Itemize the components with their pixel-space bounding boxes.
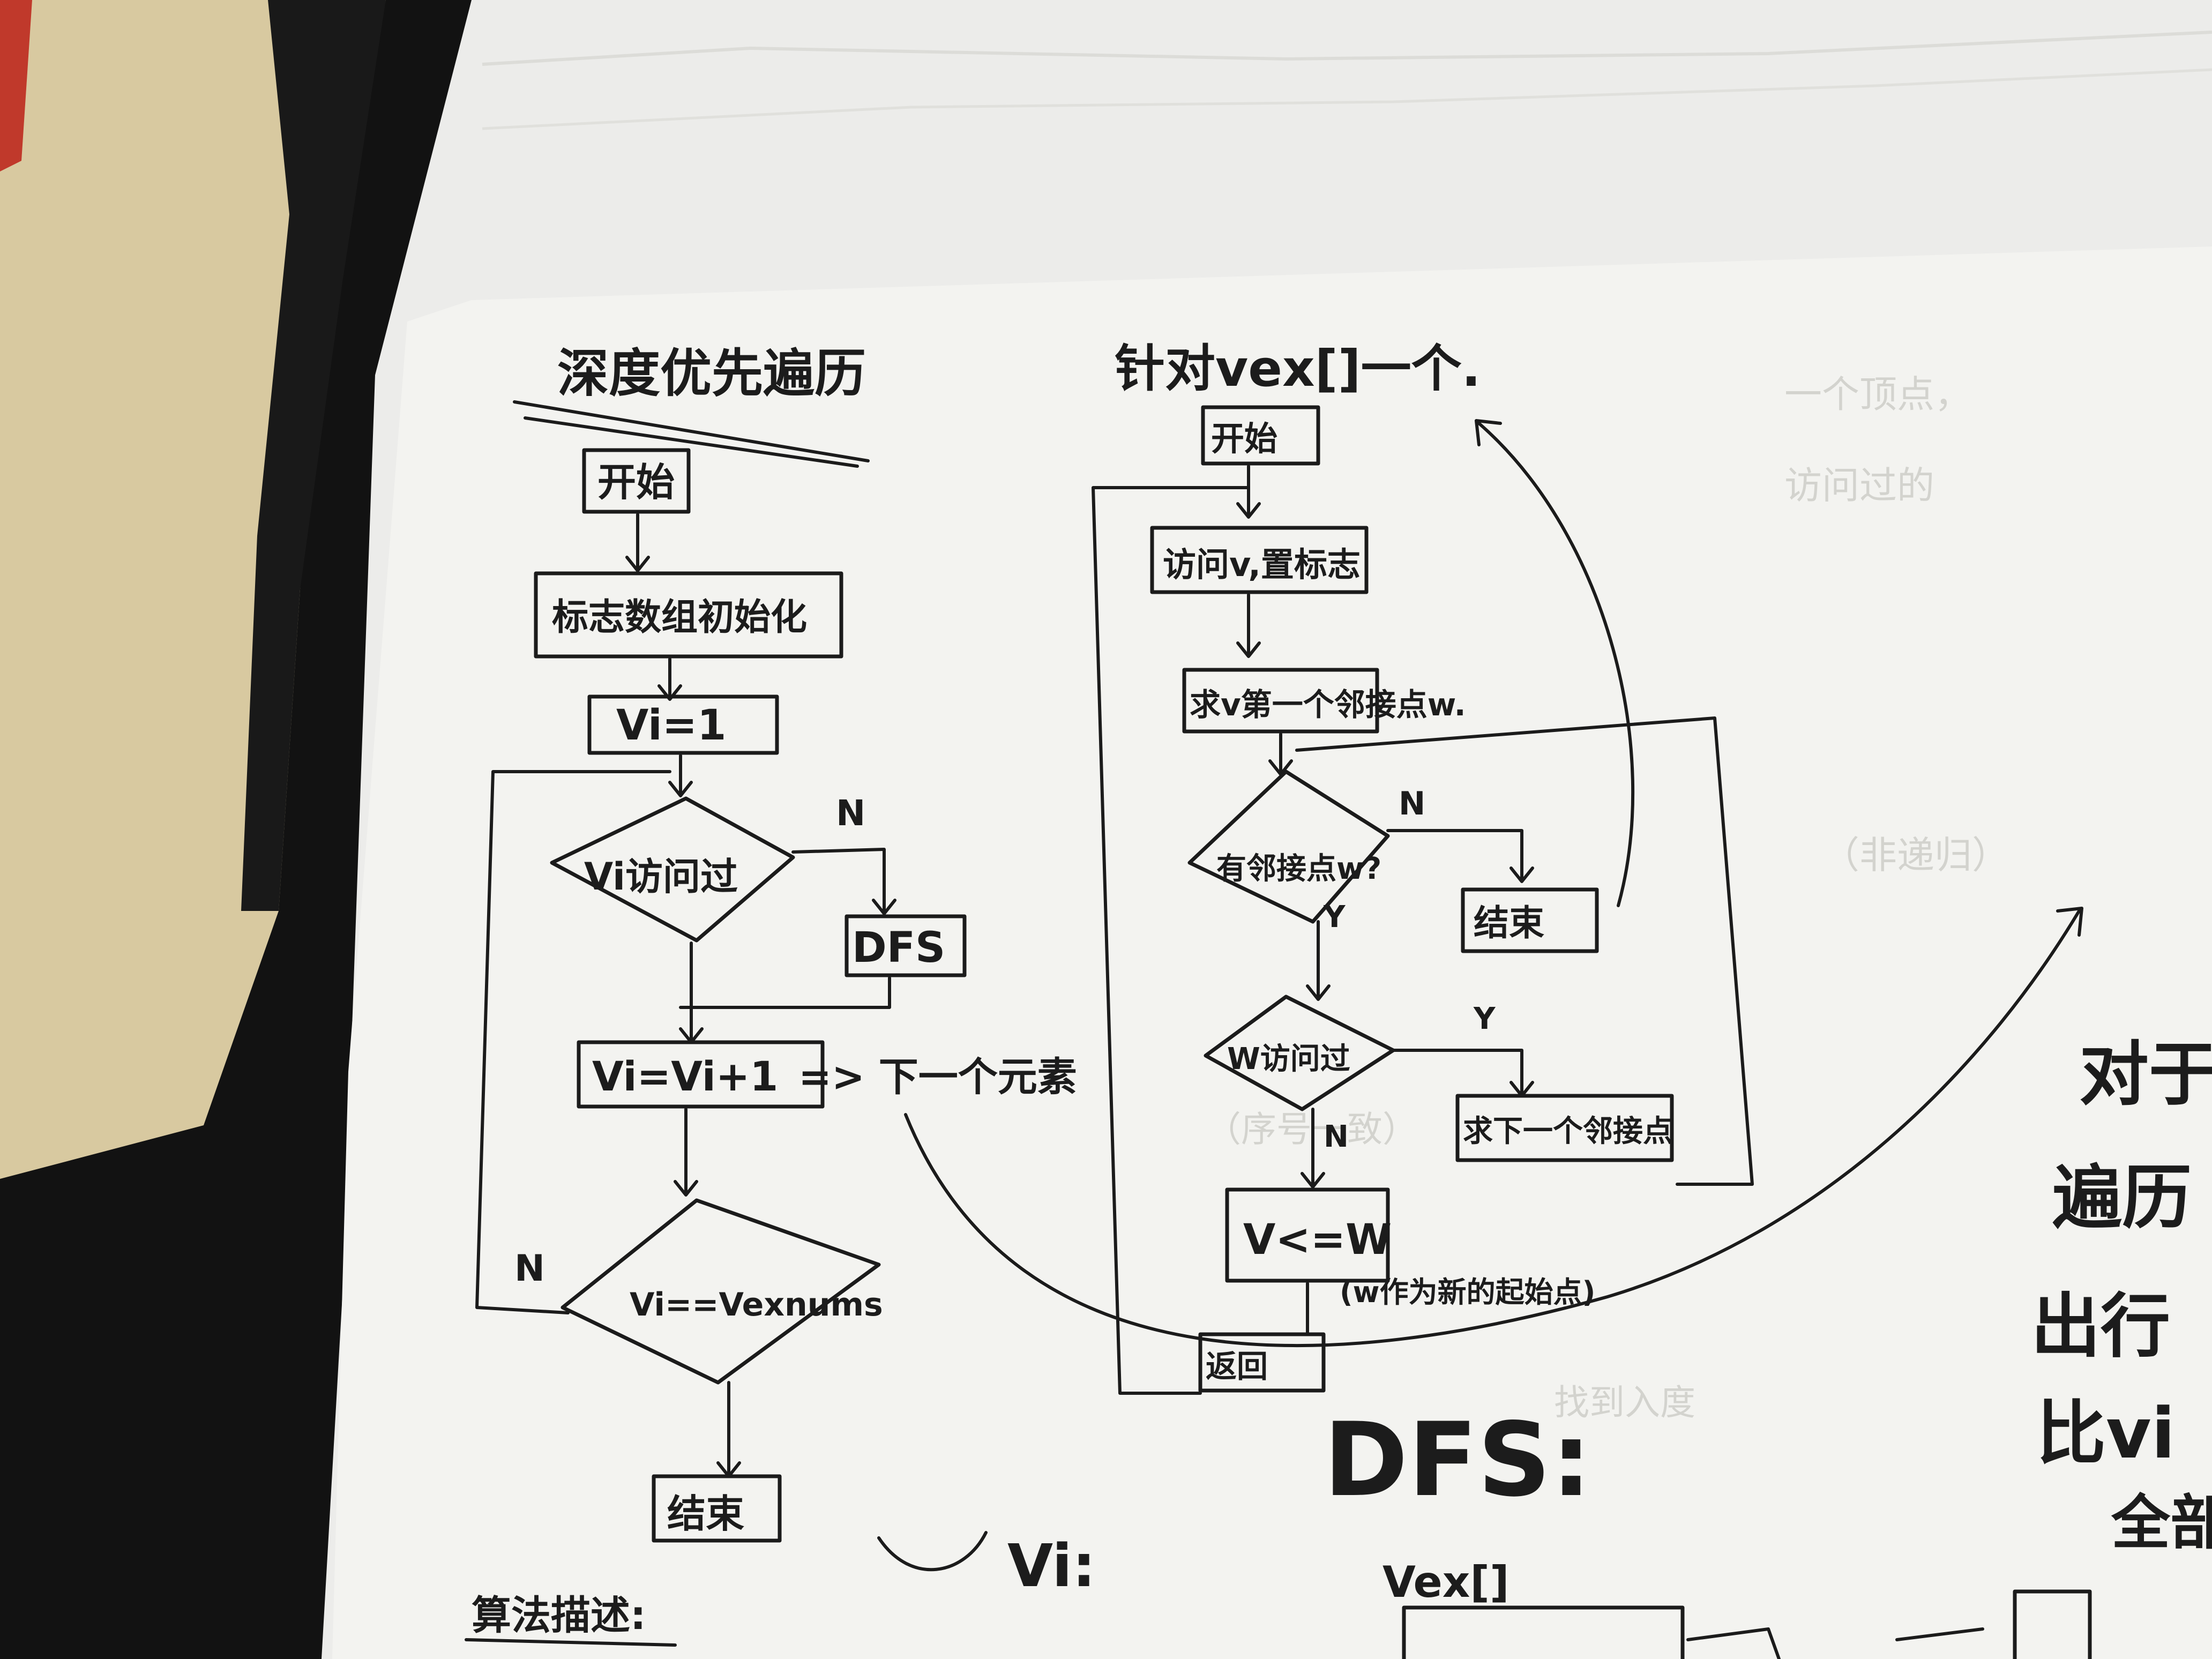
dfs-heading: DFS: — [1324, 1401, 1591, 1519]
right-return-label: 返回 — [1206, 1348, 1268, 1385]
svg-text:找到入度: 找到入度 — [1554, 1382, 1695, 1423]
left-end-label: 结束 — [667, 1491, 744, 1536]
right-decision-has-adj: 有邻接点w? — [1187, 769, 1390, 924]
left-dfs-node: DFS — [845, 914, 967, 977]
right-decision-has-adj-label: 有邻接点w? — [1216, 851, 1381, 886]
right-assign-label: V<=W — [1243, 1216, 1392, 1264]
bottom-notes: DFS: Vex[] Vi: 算法描述: — [465, 1401, 2092, 1659]
right-next-adj-label: 求下一个邻接点 — [1463, 1114, 1673, 1149]
margin-line-3: 出行 — [2031, 1286, 2170, 1367]
left-dfs-label: DFS — [852, 924, 945, 972]
right-end-node: 结束 — [1461, 887, 1599, 953]
right-start-node: 开始 — [1201, 405, 1320, 466]
svg-text:一个顶点，: 一个顶点， — [1784, 372, 1972, 416]
left-set-vi-node: Vi=1 — [587, 694, 779, 755]
left-increment-label: Vi=Vi+1 — [592, 1052, 778, 1100]
margin-line-5: 全部 — [2111, 1489, 2212, 1557]
left-set-vi-label: Vi=1 — [616, 701, 726, 750]
margin-line-4: 比vi — [2036, 1393, 2175, 1474]
vex-label: Vex[] — [1382, 1557, 1509, 1607]
left-no-label-1: N — [836, 793, 865, 834]
svg-text:（非递归）: （非递归） — [1822, 833, 2009, 877]
svg-text:访问过的: 访问过的 — [1784, 464, 1934, 507]
left-title: 深度优先遍历 — [557, 343, 866, 403]
paper-sheet-front — [332, 246, 2212, 1659]
right-assign-node: V<=W — [1225, 1187, 1392, 1283]
left-decision-end: Vi==Vexnums — [561, 1198, 883, 1385]
left-no-label-2: N — [514, 1247, 545, 1290]
right-visit-node: 访问v,置标志 — [1150, 526, 1369, 594]
right-first-adj-label: 求v第一个邻接点w. — [1190, 686, 1466, 723]
left-flowchart: 深度优先遍历 开始 标志数组初始化 Vi=1 N Vi访问过 N DFS — [475, 343, 2083, 1543]
left-decision-visited: Vi访问过 — [550, 796, 795, 943]
right-title: 针对vex[]一个. — [1115, 340, 1481, 398]
algo-desc: 算法描述: — [472, 1593, 646, 1639]
right-label-y1: Y — [1323, 900, 1346, 935]
left-init-label: 标志数组初始化 — [552, 596, 807, 639]
left-increment-node: Vi=Vi+1 — [577, 1040, 825, 1109]
margin-line-2: 遍历 — [2052, 1157, 2192, 1238]
right-margin-notes: 对于 遍历 出行 比vi 全部 — [2031, 1034, 2212, 1557]
right-label-n1: N — [1399, 785, 1425, 823]
left-decision-end-label: Vi==Vexnums — [630, 1286, 883, 1324]
left-end-node: 结束 — [652, 1474, 782, 1543]
right-label-y2: Y — [1473, 1002, 1496, 1036]
right-label-n2: N — [1324, 1119, 1349, 1154]
right-visit-label: 访问v,置标志 — [1163, 545, 1361, 584]
left-start-label: 开始 — [597, 460, 675, 505]
right-first-adj-node: 求v第一个邻接点w. — [1182, 668, 1466, 734]
vi-note: Vi: — [1007, 1531, 1096, 1600]
right-decision-w-visited: W访问过 — [1204, 995, 1395, 1111]
right-start-label: 开始 — [1211, 419, 1277, 458]
right-end-label: 结束 — [1474, 902, 1544, 944]
margin-line-1: 对于 — [2079, 1034, 2212, 1115]
right-next-adj-node: 求下一个邻接点 — [1455, 1094, 1674, 1162]
left-decision-visited-label: Vi访问过 — [584, 855, 738, 899]
right-flowchart: 针对vex[]一个. 开始 访问v,置标志 求v第一个邻接点w. 有邻接点w? … — [1092, 340, 1754, 1395]
left-start-node: 开始 — [582, 448, 691, 514]
right-decision-w-visited-label: W访问过 — [1227, 1042, 1350, 1077]
left-next-note: => 下一个元素 — [798, 1054, 1077, 1100]
right-assign-note: (w作为新的起始点) — [1340, 1275, 1595, 1309]
right-return-node: 返回 — [1198, 1332, 1326, 1393]
left-init-node: 标志数组初始化 — [534, 571, 843, 659]
